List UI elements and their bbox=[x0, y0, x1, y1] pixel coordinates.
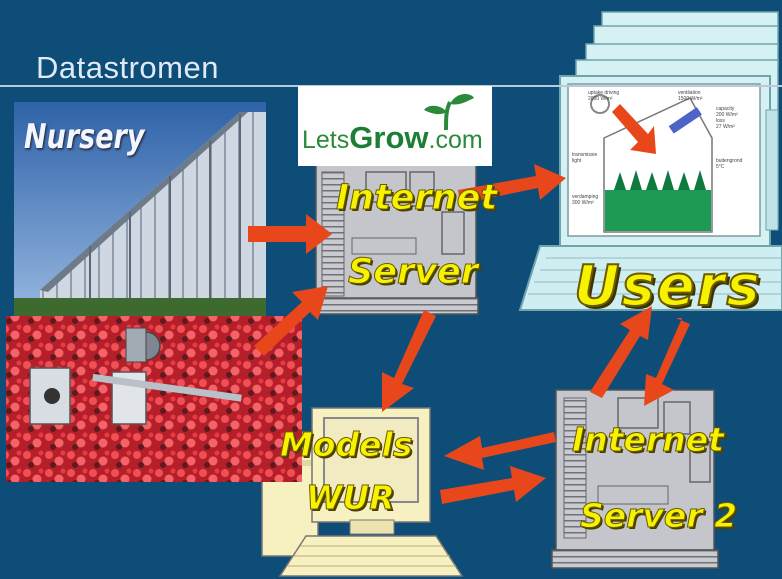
screen-text: 1500 W/m² bbox=[678, 96, 703, 102]
internet-server-label-line1: Internet bbox=[335, 178, 498, 219]
data-flow-arrows bbox=[248, 164, 690, 504]
screen-text: capacity bbox=[716, 106, 735, 112]
letsgrow-logo: LetsGrow.com bbox=[298, 86, 492, 166]
screen-text: ventilation bbox=[678, 90, 701, 96]
logo-text-lets: Lets bbox=[302, 126, 350, 154]
screen-annotation-2: ventilation 1500 W/m² bbox=[678, 90, 748, 102]
screen-text: buitengrond bbox=[716, 158, 743, 164]
models-label-line1: Models bbox=[279, 425, 413, 465]
models-label-line2: WUR bbox=[306, 478, 396, 518]
screen-text: loss bbox=[716, 118, 725, 124]
screen-text: light bbox=[572, 158, 582, 164]
arrow-sensor-to-server bbox=[254, 286, 328, 356]
logo-text-com: .com bbox=[428, 126, 483, 154]
sensor-flowers-photo bbox=[6, 316, 302, 482]
internet-server-label-line2: Server bbox=[347, 252, 479, 293]
users-label: Users bbox=[573, 253, 762, 320]
screen-annotation-6: buitengrond 5°C bbox=[716, 158, 760, 170]
logo-text-grow: Grow bbox=[349, 120, 429, 155]
screen-text: verdamping bbox=[572, 194, 599, 200]
arrow-users-to-server2 bbox=[644, 318, 690, 406]
greenhouse-photo bbox=[14, 102, 266, 327]
screen-annotation-5: verdamping 300 W/m² bbox=[572, 194, 606, 206]
server2-label-line1: Internet bbox=[572, 420, 725, 460]
screen-text: 5°C bbox=[716, 164, 725, 170]
arrow-server2-to-users bbox=[590, 306, 652, 398]
arrow-server-to-users bbox=[458, 164, 566, 204]
screen-text: 2000 W/m² bbox=[588, 96, 613, 102]
models-computer bbox=[261, 407, 464, 577]
arrow-server2-to-models bbox=[444, 432, 556, 470]
users-computers bbox=[518, 11, 782, 311]
screen-text: transmissie bbox=[572, 152, 598, 158]
arrow-server-to-models bbox=[382, 310, 436, 412]
server2-label-line2: Server 2 bbox=[579, 496, 738, 536]
screen-text: uptake driving bbox=[588, 90, 620, 96]
nursery-label: Nursery bbox=[24, 118, 145, 157]
arrow-nursery-to-server bbox=[248, 214, 332, 254]
screen-annotation-4: transmissie light bbox=[572, 152, 606, 164]
internet-server bbox=[311, 163, 479, 315]
screen-annotation-3: capacity 200 W/m² loss 27 W/m² bbox=[716, 106, 760, 130]
screen-text: 300 W/m² bbox=[572, 200, 594, 206]
screen-text: 200 W/m² bbox=[716, 112, 738, 118]
internet-server-2 bbox=[551, 389, 719, 569]
sprout-icon bbox=[424, 94, 474, 130]
arrow-models-to-server2 bbox=[440, 466, 546, 504]
screen-text: 27 W/m² bbox=[716, 124, 735, 130]
slide-title: Datastromen bbox=[36, 50, 219, 85]
screen-annotation-1: uptake driving 2000 W/m² bbox=[588, 90, 658, 102]
